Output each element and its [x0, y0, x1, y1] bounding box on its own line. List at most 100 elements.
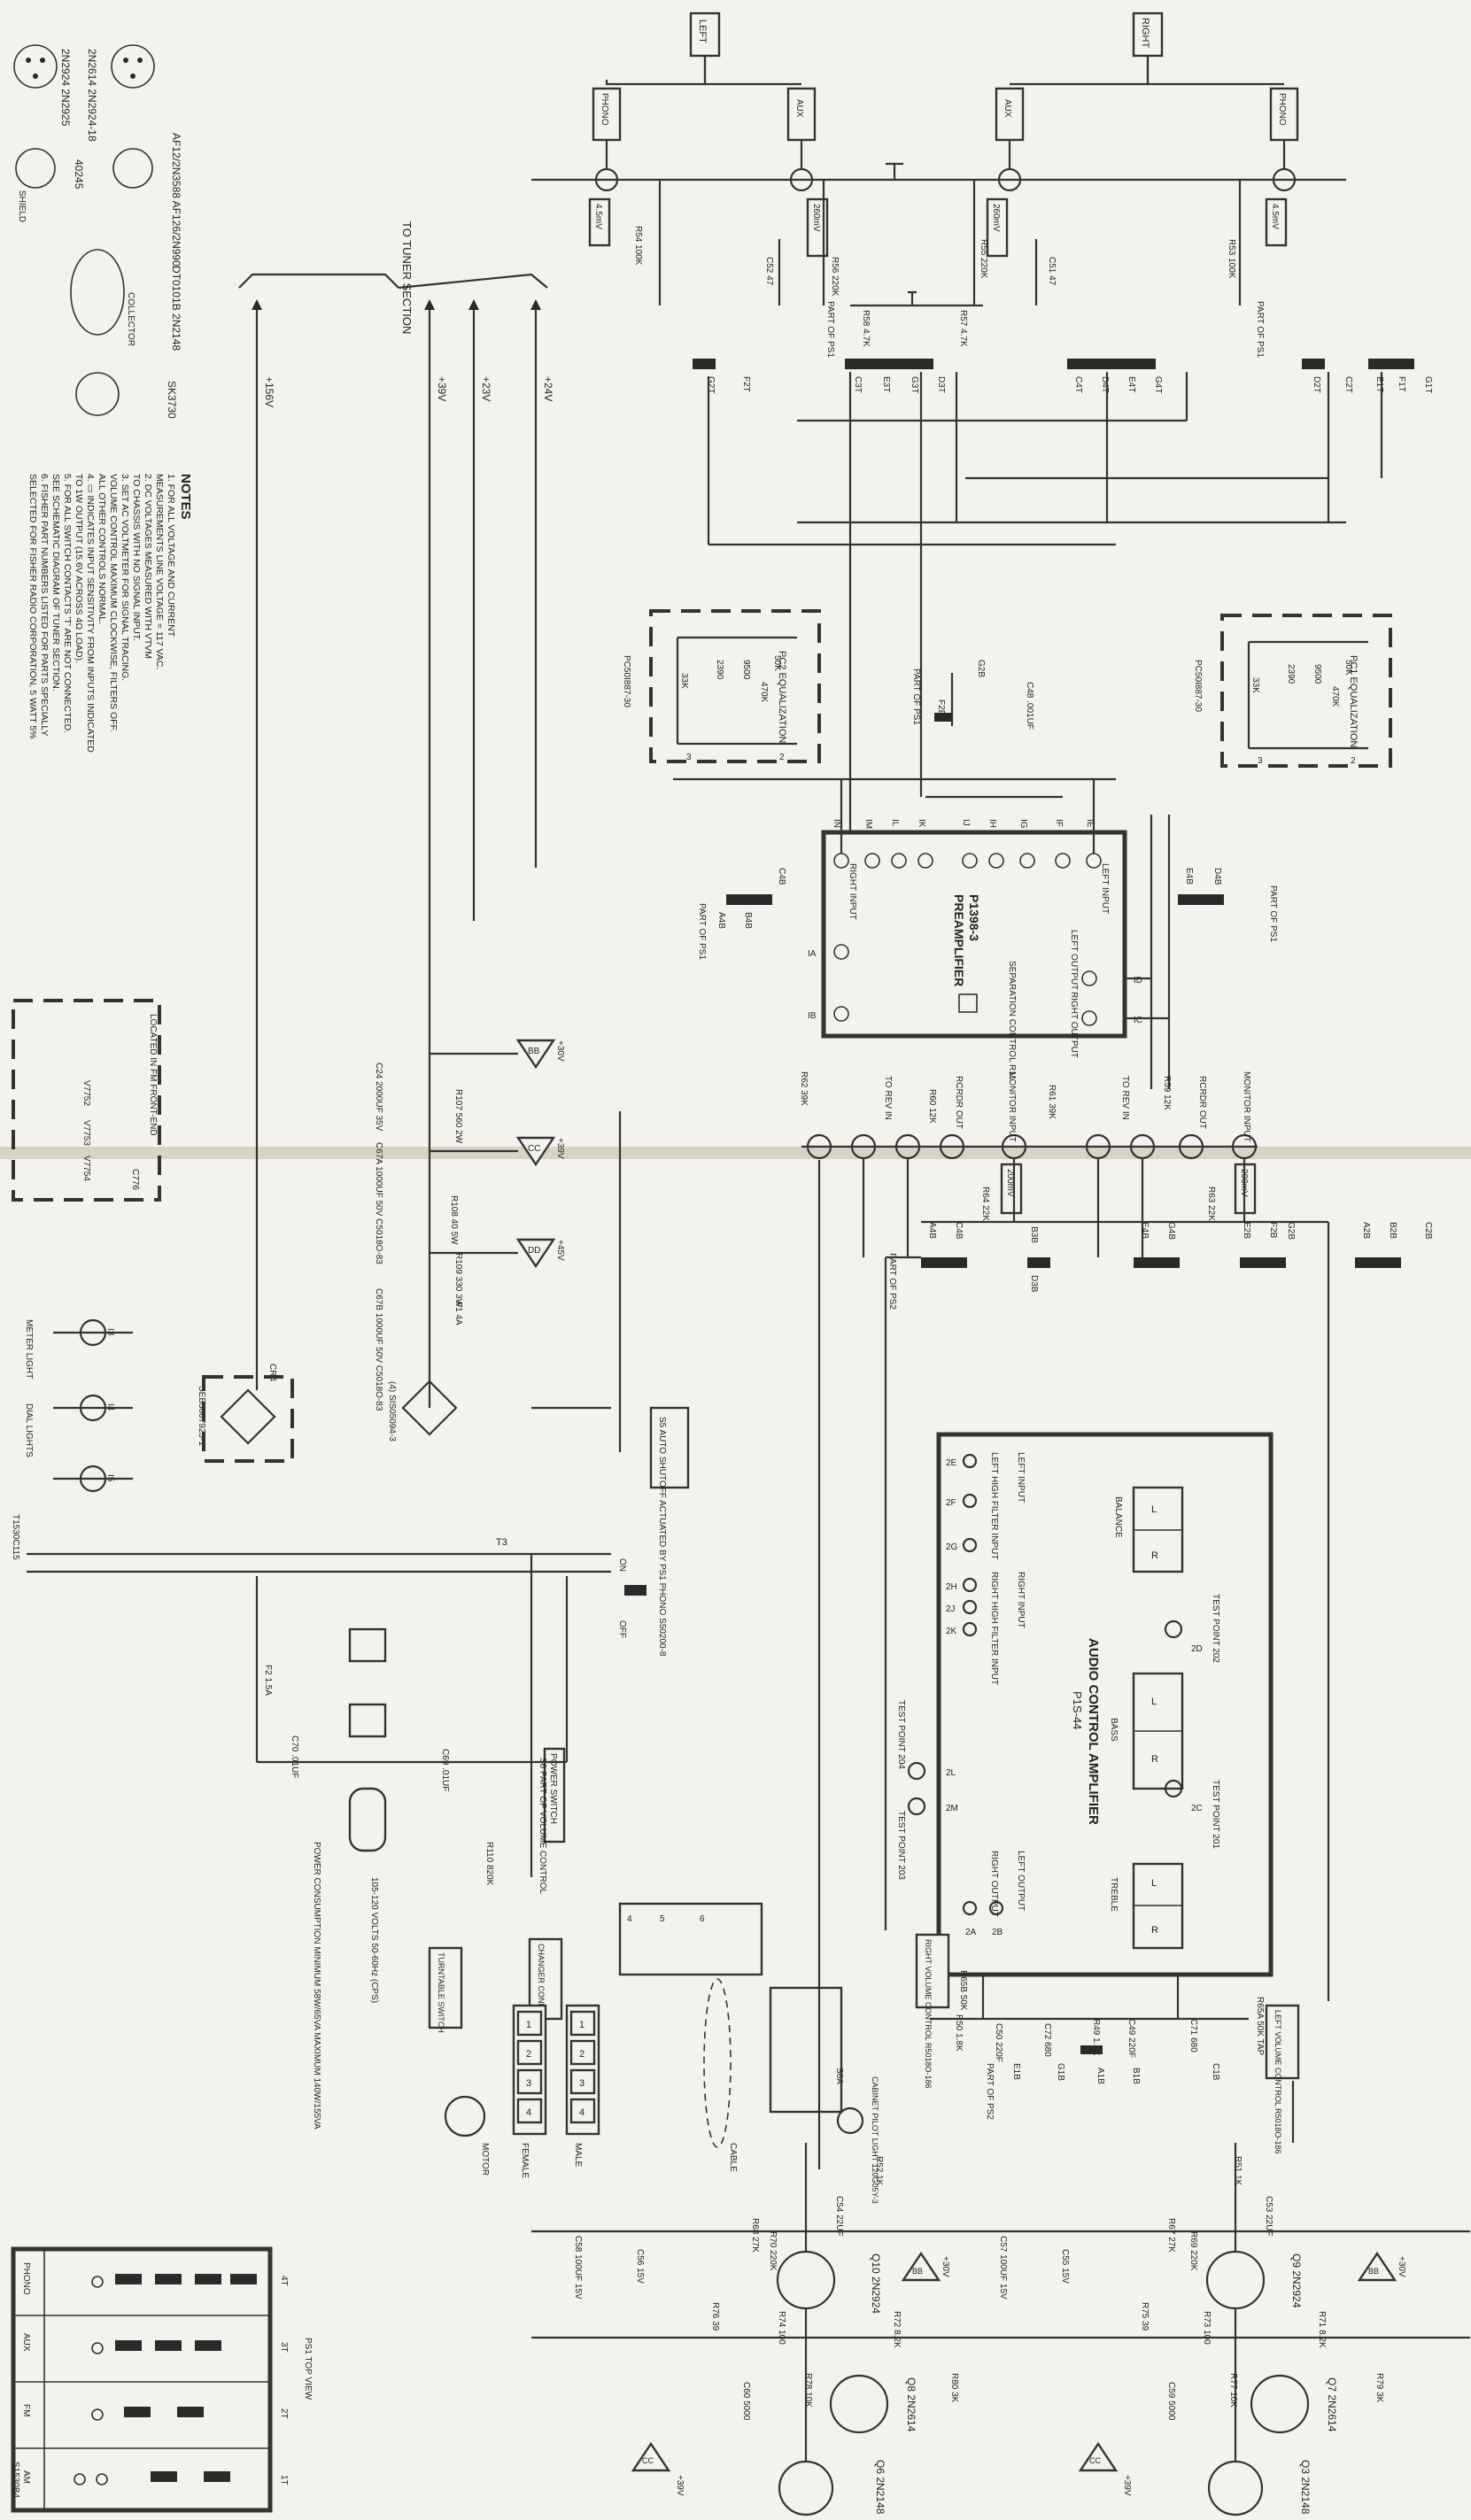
r62-label: R62 39K	[799, 1071, 809, 1106]
notes-line: SEE SCHEMATIC DIAGRAM OF TUNER SECTION.	[50, 474, 61, 692]
ps1-row-label: PHONO	[21, 2262, 31, 2295]
power-transistor-outline-icon	[70, 249, 125, 336]
ps1-col-label: 4T	[279, 2276, 289, 2286]
vol-part-ps2: PART OF PS2	[985, 2063, 995, 2120]
tuner-label: TO TUNER SECTION	[400, 221, 414, 334]
r74-label: R74 100	[777, 2311, 786, 2345]
t3-part: T1530C115	[11, 1514, 20, 1560]
tuner-156v: +156V	[263, 376, 275, 407]
preamp-pin-ic: IC	[1134, 1016, 1142, 1025]
fuse-holder-icon	[348, 1703, 387, 1738]
monitor-input-right: MONITOR INPUT	[1242, 1071, 1251, 1142]
contact-e4t: E4T	[1126, 376, 1136, 392]
r73-label: R73 100	[1202, 2311, 1212, 2345]
r52-label: R52 1K	[874, 2156, 884, 2186]
tp202-label: TEST POINT 202	[1211, 1594, 1220, 1663]
r60-label: R60 12K	[927, 1089, 937, 1124]
connector-pin: 2	[579, 2049, 585, 2060]
to-rev-in-left: TO REV IN	[883, 1076, 893, 1120]
aca-pin: 2K	[946, 1627, 957, 1636]
aca-pin: 2J	[946, 1604, 956, 1614]
connector-pin: 1	[579, 2020, 585, 2030]
aca-pin: 2D	[1191, 1644, 1203, 1654]
left-hf-input: LEFT HIGH FILTER INPUT	[989, 1452, 999, 1559]
tp201-label: TEST POINT 201	[1211, 1780, 1220, 1849]
key-collector-label: COLLECTOR	[126, 292, 135, 346]
part-of-ps1-label: PART OF PS1	[1255, 301, 1265, 358]
r71-label: R71 8.2K	[1317, 2311, 1327, 2348]
preamp-subtitle: PREAMPLIFIER	[952, 894, 966, 986]
audio-control-amplifier: AUDIO CONTROL AMPLIFIER P1S-44 L R BALAN…	[896, 1432, 1274, 1977]
level-box	[1265, 197, 1288, 247]
q8-label: Q8 2N2614	[905, 2377, 917, 2432]
q9-transistor-icon	[1205, 2250, 1266, 2310]
c56-label: C56 15V	[635, 2249, 645, 2284]
ps1-row-label: FM	[21, 2404, 31, 2416]
aca-pin: 2G	[946, 1542, 958, 1552]
transistor-lead-key: 2N2614 2N2924-18 2N2924 2N2925 40245 SHI…	[13, 44, 182, 419]
preamp-pin-ib: IB	[808, 1011, 817, 1021]
r49-label: R49 1.8K	[1091, 2019, 1101, 2056]
ac-plug-icon	[348, 1787, 387, 1852]
q6-transistor-icon	[778, 2460, 834, 2516]
mon-e2b: E2B	[1242, 1222, 1251, 1239]
preamp-c4b: C4B	[777, 868, 786, 885]
preamp-pin: IE	[1085, 819, 1095, 828]
contact-d3t: D3T	[936, 376, 946, 393]
preamp-pin: IF	[1054, 819, 1064, 827]
pc1-r33k: 33K	[1250, 677, 1260, 693]
pc1-label: PC1 EQUALIZATION	[1348, 655, 1359, 747]
preamp-right-input: RIGHT INPUT	[848, 863, 857, 920]
sw-pin: 6	[700, 1914, 705, 1924]
r110-label: R110 820K	[484, 1842, 494, 1886]
c776-label: C776	[130, 1169, 140, 1190]
key-shield-label: SHIELD	[17, 190, 27, 222]
mon-a2b: A2B	[1361, 1222, 1371, 1239]
preamp-g2b: G2B	[976, 660, 986, 677]
vol-g1b: G1B	[1056, 2063, 1065, 2081]
turntable-switch-label: TURNTABLE SWITCH	[437, 1952, 445, 2033]
sw-pin: 4	[627, 1914, 632, 1924]
bus-cc-q6: CC	[642, 2456, 654, 2465]
q10-transistor-icon	[776, 2250, 836, 2310]
part-of-ps2-label: PART OF PS2	[887, 1253, 897, 1310]
mon-g2b: G2B	[1286, 1222, 1296, 1240]
v7752-label: V7752	[81, 1080, 91, 1106]
transistor-outline-icon	[13, 44, 58, 89]
r50-label: R50 1.8K	[954, 2014, 964, 2052]
v7754-label: V7754	[81, 1156, 91, 1181]
balance-r: R	[1151, 1550, 1158, 1561]
female-label: FEMALE	[520, 2143, 530, 2178]
preamp-e4b: E4B	[1184, 868, 1194, 885]
to-rev-in-right: TO REV IN	[1120, 1076, 1130, 1120]
bass-label: BASS	[1109, 1718, 1119, 1742]
bus-30v: +30V	[555, 1040, 565, 1062]
right-volume-label: RIGHT VOLUME CONTROL R5018O-186	[924, 1939, 933, 2089]
c51-label: C51 47	[1047, 257, 1057, 286]
on-label: ON	[617, 1558, 627, 1572]
part-of-ps1-label: PART OF PS1	[697, 903, 707, 960]
contact-e3t: E3T	[881, 376, 891, 392]
motor-icon	[444, 2095, 486, 2137]
notes-line: 1. FOR ALL VOLTAGE AND CURRENT	[166, 474, 176, 638]
r64-label: R64 22K	[980, 1187, 990, 1221]
right-output: RIGHT OUTPUT	[989, 1851, 999, 1917]
r54-label: R54 100K	[633, 226, 643, 266]
preamp-a4b: A4B	[716, 912, 726, 929]
pc2-label: PC2 EQUALIZATION	[777, 651, 787, 743]
c71-label: C71 680	[1188, 2019, 1198, 2052]
preamp-pin-ia: IA	[808, 949, 817, 959]
aca-pin: 2E	[946, 1458, 957, 1468]
pc1-c9500: 9500	[1312, 664, 1322, 684]
aca-pin: 2C	[1191, 1804, 1203, 1813]
contact-g4t: G4T	[1153, 376, 1163, 393]
c54-label: C54 22UF	[834, 2196, 844, 2237]
ps1-col-label: 2T	[279, 2408, 289, 2419]
cr4-label: CR4	[267, 1364, 277, 1381]
mon-e4b: E4B	[1140, 1222, 1150, 1239]
c67b-label: C67B 1000UF 50V C5018O-83	[374, 1288, 383, 1411]
equalization-pc1: PC1 EQUALIZATION PC50I887-30 33K 2390 95…	[1193, 614, 1392, 768]
r70-label: R70 220K	[768, 2231, 778, 2271]
pc2-pin2: 2	[779, 753, 785, 762]
